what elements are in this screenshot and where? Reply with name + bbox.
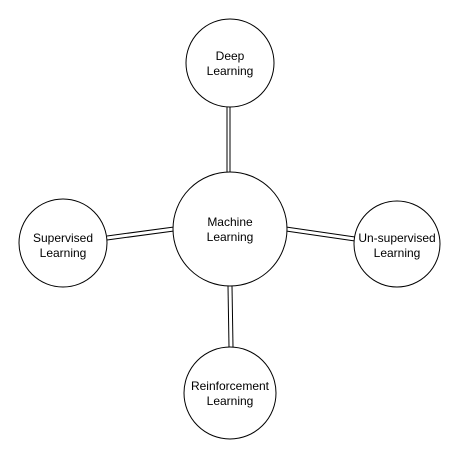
node-unsupervised-learning-label-line1: Un-supervised [358,231,435,245]
node-reinforcement-learning-label-line2: Learning [207,394,254,408]
node-reinforcement-learning-label-line1: Reinforcement [191,379,270,393]
node-machine-learning-label-line1: Machine [207,215,253,229]
node-deep-learning[interactable]: Deep Learning [185,18,275,108]
node-machine-learning-label-line2: Learning [207,230,254,244]
node-reinforcement-learning[interactable]: Reinforcement Learning [183,346,277,440]
node-supervised-learning[interactable]: Supervised Learning [18,198,108,288]
node-deep-learning-label-line1: Deep [216,49,245,63]
node-unsupervised-learning[interactable]: Un-supervised Learning [353,200,441,288]
connector-bottom [227,285,234,348]
connector-top [226,106,231,173]
connector-left [106,226,175,241]
node-supervised-learning-label-line1: Supervised [33,231,93,245]
node-unsupervised-learning-label-line2: Learning [374,246,421,260]
node-supervised-learning-label-line2: Learning [40,246,87,260]
connector-right [285,226,356,242]
node-deep-learning-label-line2: Learning [207,64,254,78]
node-machine-learning[interactable]: Machine Learning [172,171,288,287]
